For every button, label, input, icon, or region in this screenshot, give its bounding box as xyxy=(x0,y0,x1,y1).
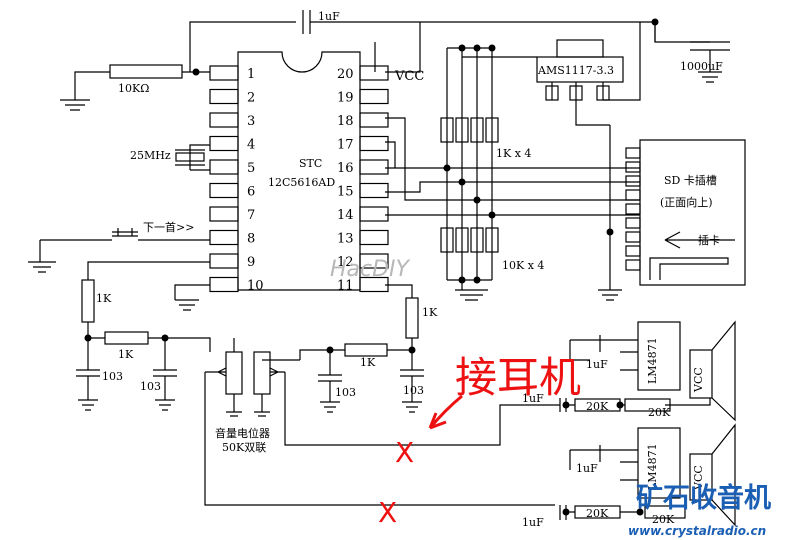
ic-pin-number: 3 xyxy=(247,114,255,129)
res-20k-c-label: 20K xyxy=(586,507,609,520)
ic-pin-left xyxy=(209,159,239,175)
ic-pin-left xyxy=(209,65,239,81)
resistor-10k xyxy=(109,64,183,79)
vcc-amp-bottom-label: VCC xyxy=(692,465,705,491)
cap-1uf-d-label: 1uF xyxy=(522,516,544,529)
cap-103-a-label: 103 xyxy=(102,370,123,383)
ic-pin-number: 6 xyxy=(247,185,255,200)
crystal-label: 25MHz xyxy=(130,149,171,162)
sd-insert-label: 插卡 xyxy=(698,233,720,247)
chip-model: 12C5616AD xyxy=(268,176,335,189)
ic-pin-number: 5 xyxy=(247,161,255,176)
ic-pin-number: 9 xyxy=(247,255,255,270)
ic-pin-number: 17 xyxy=(337,138,354,153)
chip-maker: STC xyxy=(299,157,322,170)
ic-pin-right xyxy=(359,276,389,293)
ic-pin-left xyxy=(209,229,239,246)
res-10k-x4-label: 10K x 4 xyxy=(502,259,544,272)
ic-pin-left xyxy=(209,112,239,128)
sd-slot-label: SD 卡插槽 xyxy=(664,173,717,187)
amplifier-top xyxy=(637,321,681,391)
ic-pin-right xyxy=(359,253,389,269)
cap-103-b-label: 103 xyxy=(140,380,161,393)
headphone-annotation: 接耳机 xyxy=(455,353,581,402)
ic-pin-number: 12 xyxy=(337,255,354,270)
annotation-arrow xyxy=(428,394,463,430)
vcc-amp-top-label: VCC xyxy=(692,367,705,393)
potentiometer-spec-label: 50K双联 xyxy=(222,441,266,454)
cross-mark-upper: X xyxy=(395,436,414,469)
ic-pin-number: 13 xyxy=(337,232,354,247)
ic-pin-left xyxy=(209,135,239,152)
ic-pin-right xyxy=(359,159,389,175)
watermark: HacDIY xyxy=(330,257,411,282)
ic-body xyxy=(237,51,361,291)
ic-pin-number: 15 xyxy=(337,185,354,200)
sd-orientation-label: (正面向上) xyxy=(660,195,713,209)
ic-pin-right xyxy=(359,135,389,152)
potentiometer-left xyxy=(225,351,243,395)
cap-103-c-label: 103 xyxy=(335,386,356,399)
vcc-pin-label: VCC xyxy=(394,69,424,84)
cap-1000uf-label: 1000uF xyxy=(680,60,723,73)
ic-pin-number: 10 xyxy=(247,279,264,294)
res-1k-horizontal-label: 1K xyxy=(118,348,134,361)
ic-pin-right xyxy=(359,65,389,81)
ic-pin-number: 1 xyxy=(247,67,255,82)
res-20k-a-label: 20K xyxy=(586,400,609,413)
res-10k-label: 10KΩ xyxy=(118,82,149,95)
cap-1uf-b-label: 1uF xyxy=(522,392,544,405)
res-20k-b-label: 20K xyxy=(648,406,671,419)
res-1k-mid-label: 1K xyxy=(360,356,376,369)
ic-pin-left xyxy=(209,276,239,293)
ic-pin-number: 16 xyxy=(337,161,354,176)
cap-103-d-label: 103 xyxy=(403,384,424,397)
res-20k-d-label: 20K xyxy=(652,513,675,526)
ic-pin-number: 7 xyxy=(247,208,255,223)
ic-pin-left xyxy=(209,253,239,269)
ic-pin-right xyxy=(359,206,389,222)
ic-pin-number: 2 xyxy=(247,91,255,106)
ic-pin-left xyxy=(209,88,239,105)
res-1k-x4-label: 1K x 4 xyxy=(496,147,531,160)
cap-1uf-a-label: 1uF xyxy=(586,358,608,371)
potentiometer-label: 音量电位器 xyxy=(215,426,270,440)
ic-pin-right xyxy=(359,182,389,199)
amplifier-bottom xyxy=(637,427,681,499)
ic-pin-number: 19 xyxy=(337,91,354,106)
regulator-label: AMS1117-3.3 xyxy=(537,64,614,77)
ic-pin-number: 8 xyxy=(247,232,255,247)
ic-pin-number: 14 xyxy=(337,208,354,223)
sd-card-slot xyxy=(639,139,746,286)
potentiometer-right xyxy=(253,351,271,395)
next-track-label: 下一首>> xyxy=(143,220,194,234)
res-1k-right-label: 1K xyxy=(422,306,438,319)
ic-pin-number: 18 xyxy=(337,114,354,129)
amp-bottom-label: LM4871 xyxy=(646,443,659,490)
ic-pin-number: 20 xyxy=(337,67,354,82)
cap-top-label: 1uF xyxy=(318,10,340,23)
ic-pin-number: 4 xyxy=(247,138,255,153)
ic-pin-number: 11 xyxy=(337,279,354,294)
ic-pin-left xyxy=(209,206,239,222)
cross-mark-lower: X xyxy=(378,496,397,529)
res-1k-vertical-label: 1K xyxy=(96,292,112,305)
cap-1uf-c-label: 1uF xyxy=(576,462,598,475)
brand-url: www.crystalradio.cn xyxy=(628,524,766,538)
brand-logo: 矿石收音机 xyxy=(636,482,771,514)
amp-top-label: LM4871 xyxy=(646,337,659,384)
ic-pin-right xyxy=(359,112,389,128)
ic-pin-left xyxy=(209,182,239,199)
ic-pin-right xyxy=(359,229,389,246)
ic-pin-right xyxy=(359,88,389,105)
